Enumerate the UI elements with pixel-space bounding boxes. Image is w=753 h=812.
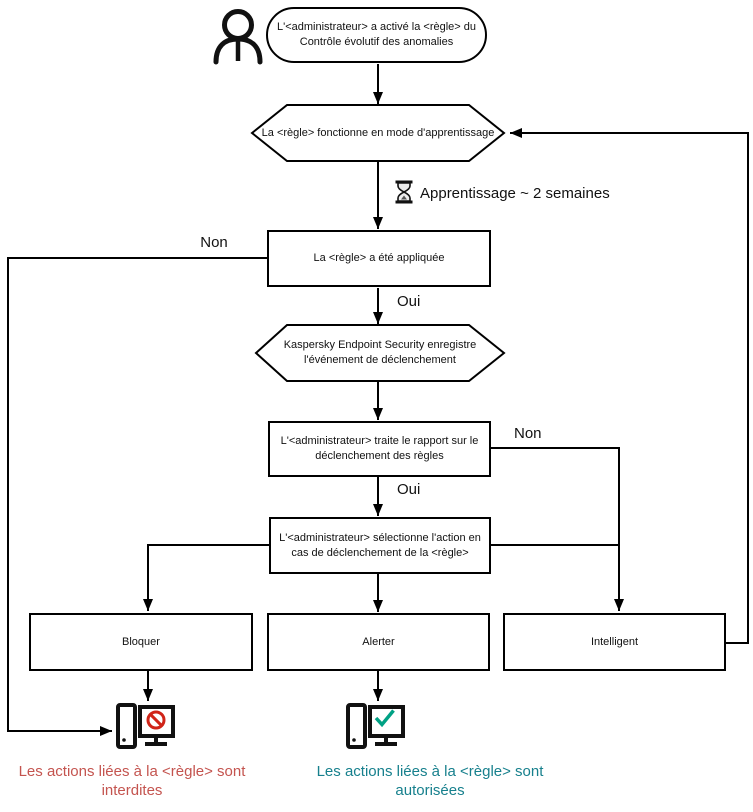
- outcome-allowed-line1: Les actions liées à la <règle> sont: [316, 763, 544, 780]
- node-admin-action-line1: L'<administrateur> sélectionne l'action …: [279, 531, 481, 544]
- outcome-forbidden-line1: Les actions liées à la <règle> sont: [18, 763, 246, 780]
- computer-allowed-icon: [346, 703, 405, 749]
- person-icon: [213, 9, 263, 65]
- node-admin-action: L'<administrateur> sélectionne l'action …: [269, 517, 491, 574]
- label-learning-duration: Apprentissage ~ 2 semaines: [420, 185, 610, 202]
- node-action-intelligent-text: Intelligent: [590, 635, 639, 648]
- node-admin-report-line1: L'<administrateur> traite le rapport sur…: [280, 435, 479, 447]
- label-oui-applied: Oui: [397, 293, 421, 310]
- outcome-forbidden-line2: interdites: [101, 782, 163, 799]
- node-rule-applied-text: La <règle> a été appliquée: [313, 252, 445, 264]
- node-action-alerter-text: Alerter: [362, 635, 395, 648]
- computer-blocked-icon: [116, 703, 175, 749]
- checkmark-icon: [374, 709, 395, 728]
- node-rule-applied: La <règle> a été appliquée: [267, 230, 491, 287]
- node-event-logged-line1: Kaspersky Endpoint Security enregistre: [283, 339, 477, 351]
- outcome-allowed-text: Les actions liées à la <règle> sont auto…: [308, 762, 552, 800]
- node-action-intelligent: Intelligent: [503, 613, 726, 671]
- node-event-logged-line2: l'événement de déclenchement: [304, 354, 456, 366]
- label-non-applied: Non: [200, 234, 228, 251]
- node-event-logged: Kaspersky Endpoint Security enregistre l…: [258, 326, 502, 380]
- hexagon-event-logged: [254, 324, 506, 382]
- label-non-report: Non: [514, 425, 542, 442]
- node-start-line2: Contrôle évolutif des anomalies: [299, 36, 454, 48]
- node-action-alerter: Alerter: [267, 613, 490, 671]
- node-admin-report-line2: déclenchement des règles: [315, 450, 444, 462]
- arrow-action-to-bloquer: [143, 544, 269, 611]
- node-learning-mode: La <règle> fonctionne en mode d'apprenti…: [254, 106, 502, 160]
- node-admin-action-line2: cas de déclenchement de la <règle>: [291, 546, 469, 559]
- arrow-applied-non-loop: [7, 257, 267, 736]
- outcome-allowed-line2: autorisées: [395, 782, 465, 799]
- node-action-bloquer-text: Bloquer: [122, 635, 160, 648]
- hourglass-icon: [395, 180, 413, 204]
- arrow-smart-feedback-loop: [510, 128, 749, 644]
- node-learning-mode-text: La <règle> fonctionne en mode d'apprenti…: [261, 126, 495, 139]
- node-start-line1: L'<administrateur> a activé la <règle> d…: [277, 21, 476, 33]
- connectors: [7, 64, 749, 736]
- node-start: L'<administrateur> a activé la <règle> d…: [266, 7, 487, 63]
- node-action-bloquer: Bloquer: [29, 613, 253, 671]
- hexagon-learning-mode: [250, 104, 506, 162]
- label-oui-report: Oui: [397, 481, 421, 498]
- arrow-report-non-to-smart: [491, 447, 624, 611]
- outcome-forbidden-text: Les actions liées à la <règle> sont inte…: [10, 762, 254, 800]
- node-admin-report: L'<administrateur> traite le rapport sur…: [268, 421, 491, 477]
- prohibition-icon: [146, 710, 166, 730]
